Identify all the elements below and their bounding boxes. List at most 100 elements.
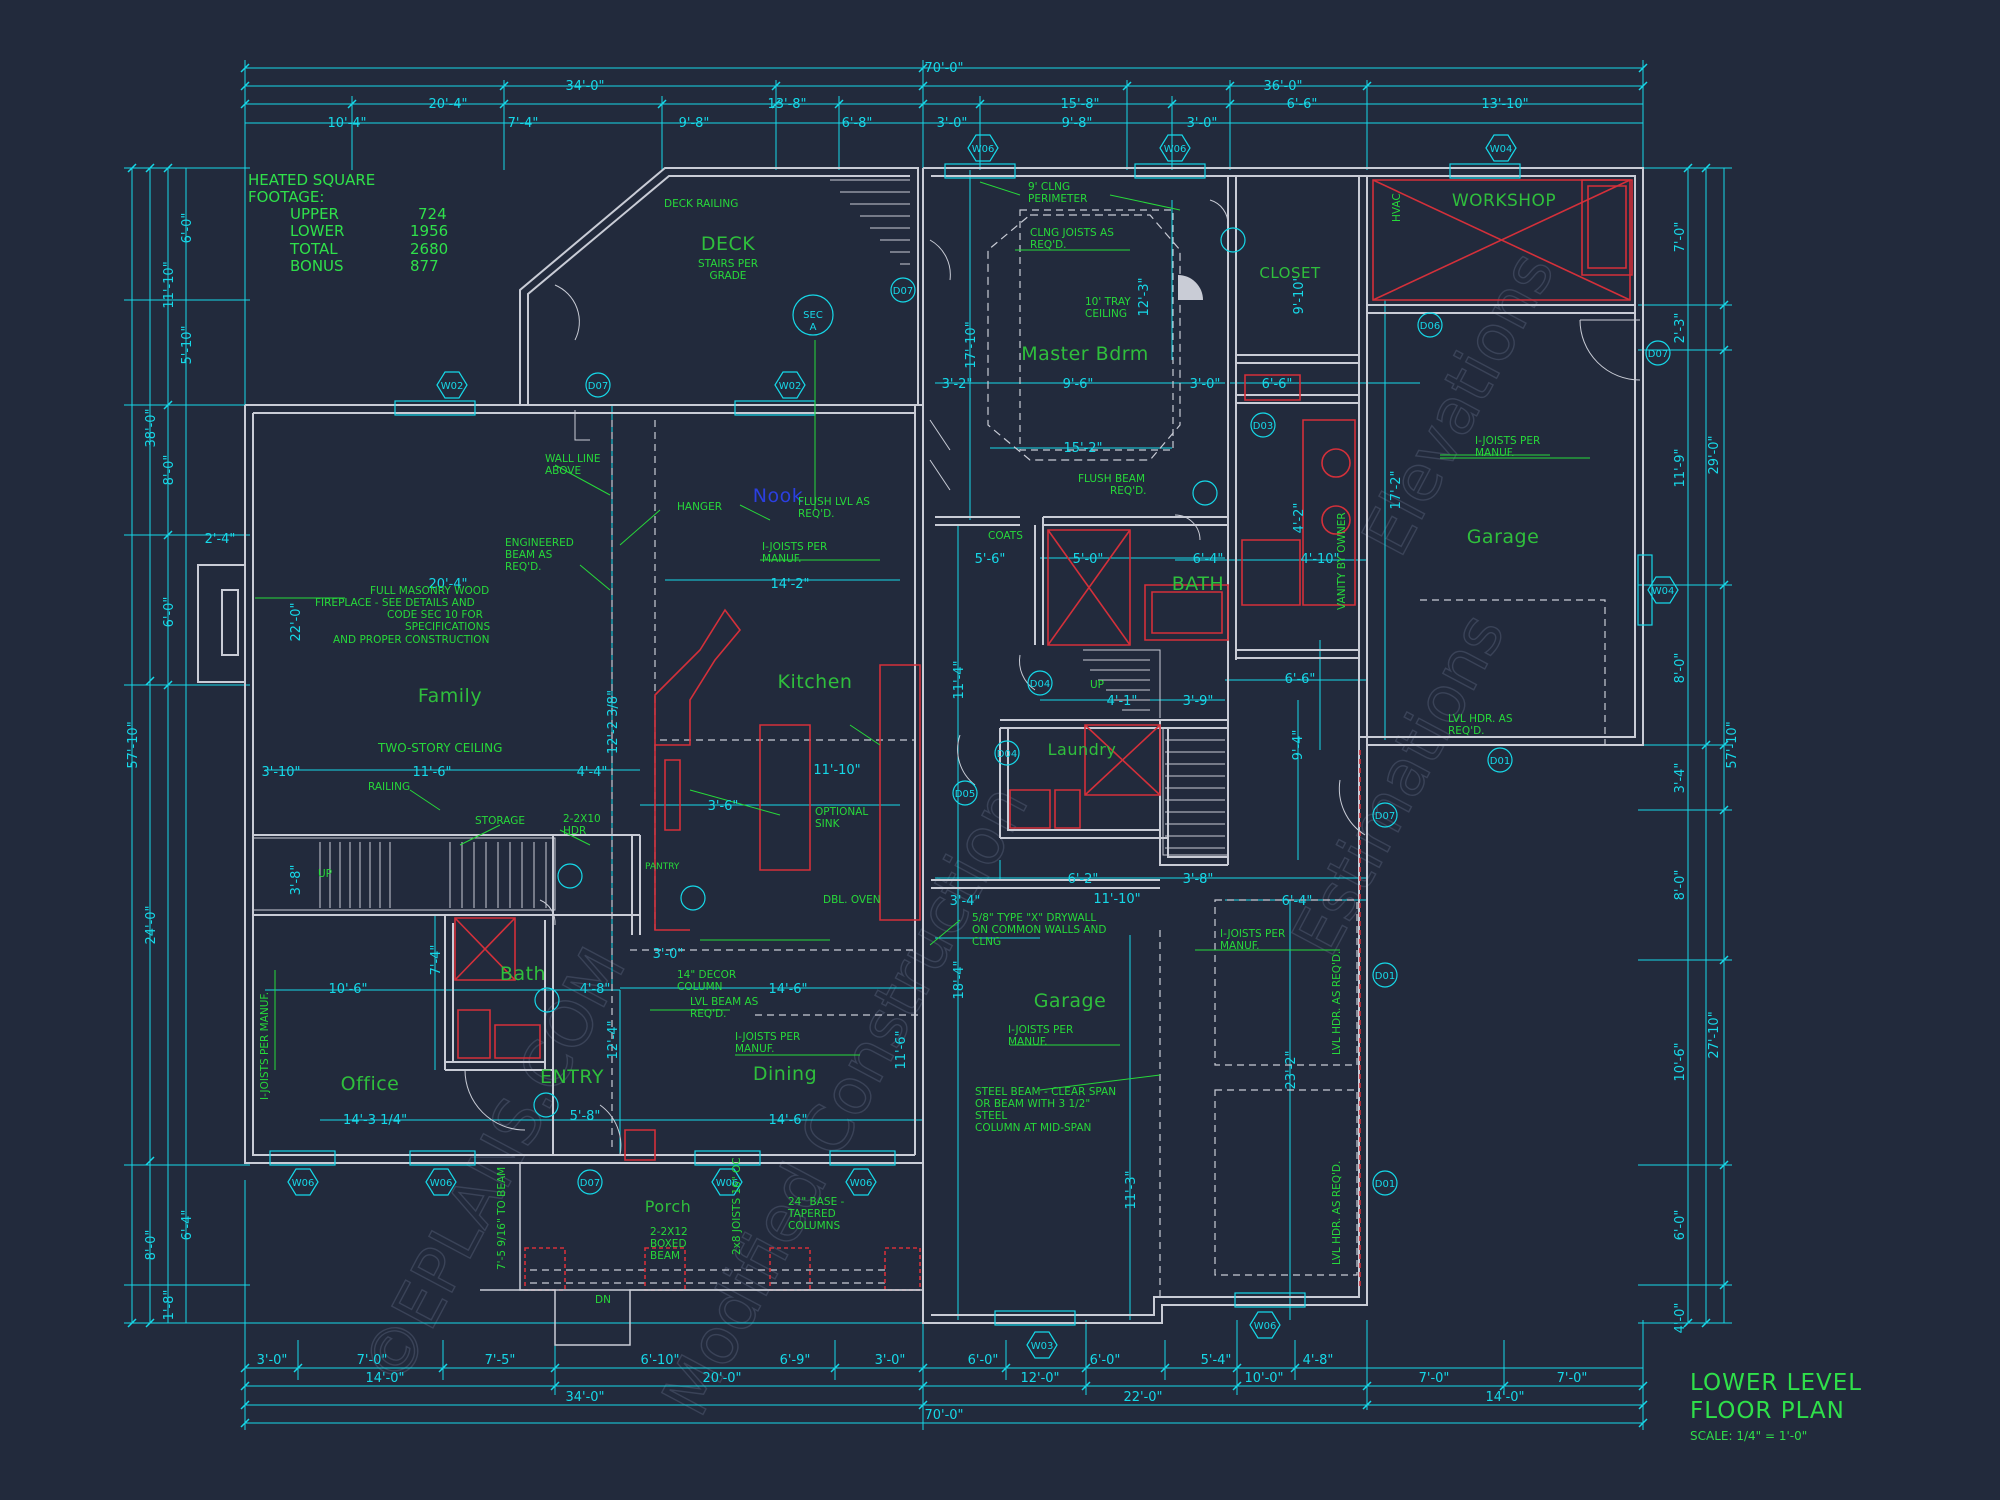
note-stairs-2: GRADE [710, 270, 747, 282]
note-flush-clng-2: REQ'D. [1110, 485, 1147, 497]
room-kitchen: Kitchen [778, 671, 853, 693]
dim-bot-overall: 70'-0" [924, 1408, 963, 1423]
door-swings [464, 199, 1641, 1156]
note-lvl-beam-1: LVL BEAM AS [690, 996, 759, 1008]
dim-int-11-6: 11'-6" [412, 765, 451, 780]
dim-int-3-10: 3'-10" [261, 765, 300, 780]
note-steel-4: COLUMN AT MID-SPAN [975, 1122, 1091, 1134]
tag-sec-1: SEC [803, 310, 823, 321]
dim-bot-r1-5: 3'-0" [875, 1353, 906, 1368]
note-lvl-beam-2: REQ'D. [690, 1008, 727, 1020]
tag-w06-e: W06 [716, 1178, 739, 1189]
dim-int-v-12-3: 12'-3" [1137, 277, 1152, 316]
tray-ceiling [987, 214, 1181, 461]
tags [287, 134, 1679, 1359]
note-eng-beam-1: ENGINEERED [505, 537, 574, 549]
dim-left-r3-0: 11'-10" [162, 261, 177, 308]
dim-left-r4-3: 6'-4" [180, 1210, 195, 1241]
dim-int-14-6b: 14'-6" [768, 1113, 807, 1128]
dim-int-v-11-6: 11'-6" [894, 1030, 909, 1069]
note-deck-railing: DECK RAILING [664, 198, 738, 210]
dim-int-v-9-10: 9'-10" [1292, 275, 1307, 314]
note-dn: DN [595, 1294, 611, 1306]
tag-d01-b: D01 [1375, 971, 1395, 982]
note-drywall-1: 5/8" TYPE "X" DRYWALL [972, 912, 1096, 924]
dim-int-v-9-4: 9'-4" [1291, 730, 1306, 761]
dim-left-r3-3: 1'-8" [162, 1290, 177, 1321]
room-closet: CLOSET [1259, 264, 1321, 282]
note-sink-2: SINK [815, 818, 841, 830]
dim-bot-r1-7: 6'-0" [1090, 1353, 1121, 1368]
dim-right-r3-5: 8'-0" [1673, 870, 1688, 901]
tag-w02-a: W02 [441, 381, 464, 392]
tag-sec-2: A [810, 322, 817, 333]
dim-bot-r1-4: 6'-9" [780, 1353, 811, 1368]
tag-w04-b: W04 [1652, 586, 1675, 597]
note-clng-2: PERIMETER [1028, 193, 1087, 205]
dim-left-r3-2: 6'-0" [162, 597, 177, 628]
dim-left-overall: 57'-10" [126, 721, 141, 768]
dim-right-r2-0: 29'-0" [1707, 435, 1722, 474]
dim-top-r2-3: 6'-6" [1287, 97, 1318, 112]
sqft-heading-2: FOOTAGE: [248, 188, 324, 206]
note-sink-1: OPTIONAL [815, 806, 868, 818]
dim-int-v-18-4: 18'-4" [952, 960, 967, 999]
dim-top-34: 34'-0" [565, 79, 604, 94]
right-dimensions: 57'-10" 29'-0" 27'-10" 7'-0" 2'-3" 11'-9… [1673, 222, 1740, 1334]
sqft-heading-1: HEATED SQUARE [248, 171, 375, 189]
note-ijoists-office: I-JOISTS PER MANUF. [259, 992, 271, 1100]
note-ijoists-garage2-2: MANUF. [1008, 1036, 1047, 1048]
dim-left-r4-0: 6'-0" [180, 213, 195, 244]
dim-overall-top: 70'-0" [924, 61, 963, 76]
dim-right-r3-0: 7'-0" [1673, 222, 1688, 253]
dim-int-6-4b: 6'-4" [1282, 894, 1313, 909]
dim-right-r3-6: 10'-6" [1673, 1042, 1688, 1081]
note-hdr-2: HDR [563, 825, 586, 837]
square-footage-table: HEATED SQUARE FOOTAGE: UPPER 724 LOWER 1… [248, 171, 448, 275]
note-fireplace-4: SPECIFICATIONS [405, 621, 491, 633]
dim-right-r3-7: 6'-0" [1673, 1210, 1688, 1241]
dim-int-9-6: 9'-6" [1063, 377, 1094, 392]
dim-int-11-10b: 11'-10" [1093, 892, 1140, 907]
dim-int-3-9: 3'-9" [1183, 694, 1214, 709]
dim-top-36: 36'-0" [1263, 79, 1302, 94]
dim-left-r4-2: 22'-0" [289, 602, 304, 641]
room-porch: Porch [645, 1197, 692, 1216]
note-lvl-hdr-v2: LVL HDR. AS REQ'D. [1331, 1161, 1343, 1265]
room-entry: ENTRY [540, 1066, 604, 1088]
note-ijoists-dining-2: MANUF. [735, 1043, 774, 1055]
sheet-title-line-2: FLOOR PLAN [1690, 1398, 1845, 1424]
tag-d04-a: D04 [1030, 679, 1050, 690]
room-dining: Dining [753, 1063, 817, 1085]
note-wall-line-1: WALL LINE [545, 453, 600, 465]
dim-int-5-8: 5'-8" [570, 1109, 601, 1124]
tag-w06-d: W06 [430, 1178, 453, 1189]
dim-bot-r2-3: 10'-0" [1244, 1371, 1283, 1386]
dim-bot-r3-1: 22'-0" [1123, 1390, 1162, 1405]
tag-d01-a: D01 [1490, 756, 1510, 767]
dim-int-5-0: 5'-0" [1073, 552, 1104, 567]
note-vanity: VANITY BY OWNER [1336, 512, 1348, 610]
dim-int-6-6b: 6'-6" [1285, 672, 1316, 687]
note-clng-joists-2: REQ'D. [1030, 239, 1067, 251]
dim-bot-r1-2: 7'-5" [485, 1353, 516, 1368]
dim-bot-r2-0: 14'-0" [365, 1371, 404, 1386]
note-drywall-2: ON COMMON WALLS AND [972, 924, 1106, 936]
dim-right-r2-1: 27'-10" [1707, 1011, 1722, 1058]
watermark-text-1: ©EPLANS.COM [349, 936, 641, 1397]
note-joists-16: 2x8 JOISTS 16" OC [731, 1157, 743, 1255]
note-flush-lvl-2: REQ'D. [798, 508, 835, 520]
dim-top-r3-5: 9'-8" [1062, 116, 1093, 131]
note-flush-clng-1: FLUSH BEAM [1078, 473, 1145, 485]
dim-bot-r1-1: 7'-0" [357, 1353, 388, 1368]
sqft-value-lower: 1956 [410, 222, 448, 240]
note-pantry: PANTRY [645, 862, 680, 872]
tag-d04-b: D04 [997, 749, 1017, 760]
tag-d07-e: D07 [580, 1178, 600, 1189]
note-up-2: UP [1090, 679, 1104, 691]
tag-w06-a: W06 [972, 144, 995, 155]
dim-int-3-0: 3'-0" [1190, 377, 1221, 392]
note-ijoists-garage2-1: I-JOISTS PER [1008, 1024, 1073, 1036]
dim-int-6-4: 6'-4" [1193, 552, 1224, 567]
dim-right-r3-2: 11'-9" [1673, 448, 1688, 487]
